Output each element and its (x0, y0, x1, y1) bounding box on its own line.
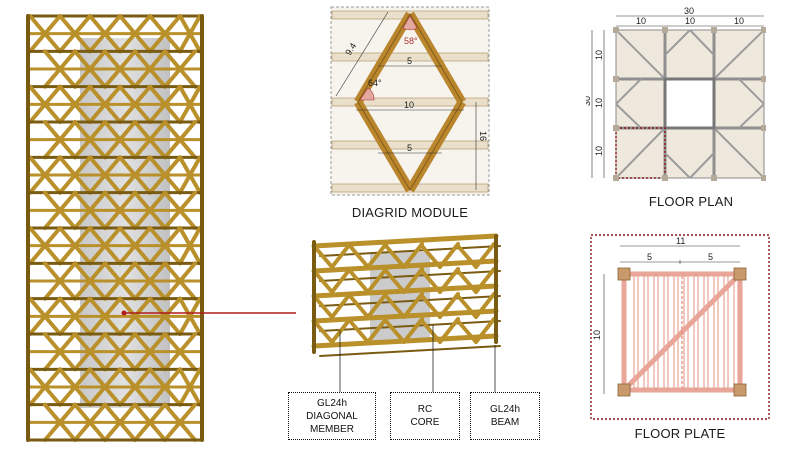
floor-plan-drawing: 30 10 10 10 30 10 10 10 (586, 6, 766, 181)
floor-plate-drawing: 11 5 5 10 (590, 234, 770, 420)
diagrid-tower-illustration (26, 14, 204, 442)
beam-lower (331, 140, 489, 150)
angle-left-wedge (359, 87, 375, 101)
label-leaders (339, 325, 496, 392)
angle-top-wedge (402, 15, 418, 31)
dim-plan-seg-top-3: 10 (734, 16, 744, 26)
label-core-line-2: CORE (410, 417, 440, 428)
label-core-line-1: RC (417, 404, 433, 415)
diagrid-module-caption: DIAGRID MODULE (351, 205, 469, 220)
floor-plate-caption: FLOOR PLATE (634, 426, 726, 441)
tower-diagrid-members (26, 14, 204, 442)
floor-plan-caption: FLOOR PLAN (648, 194, 734, 209)
beam-middle (331, 97, 489, 107)
label-beam: GL24h BEAM (470, 392, 540, 440)
dim-plan-seg-left-1: 10 (594, 50, 604, 60)
label-diagonal-line-2: DIAGONAL (306, 410, 358, 422)
dim-plate-half-right: 5 (708, 252, 713, 262)
diagrid-module-drawing: 9.4 58° 64° 5 10 5 16 (330, 6, 490, 196)
angle-top-label: 58° (404, 36, 418, 46)
dim-plate-half-left: 5 (647, 252, 652, 262)
dim-plan-seg-left-3: 10 (594, 146, 604, 156)
pointer-line (121, 310, 296, 316)
label-diagonal-line-3: MEMBER (310, 423, 354, 435)
beam-upper (331, 52, 489, 62)
label-diagonal-line-1: GL24h (316, 397, 348, 409)
dim-plan-seg-top-1: 10 (636, 16, 646, 26)
label-diagonal-member: GL24h DIAGONAL MEMBER (288, 392, 376, 440)
dim-plan-total-height: 30 (586, 96, 592, 106)
label-beam-line-1: GL24h (489, 404, 521, 415)
plate-corner-column (733, 383, 747, 397)
label-rc-core: RC CORE (390, 392, 460, 440)
dim-module-height: 16 (478, 131, 488, 141)
dim-middle-beam: 10 (404, 100, 414, 110)
diagrid-detail-illustration (311, 233, 501, 357)
plan-core-opening (663, 77, 716, 130)
angle-left-label: 64° (368, 78, 382, 88)
label-beam-line-2: BEAM (490, 417, 520, 428)
dim-plan-total-width: 30 (684, 6, 694, 16)
plate-corner-column (617, 267, 631, 281)
plate-joists (633, 275, 739, 389)
plate-corner-column (733, 267, 747, 281)
dim-plan-seg-left-2: 10 (594, 98, 604, 108)
detail-members (311, 233, 501, 357)
dim-plan-seg-top-2: 10 (685, 16, 695, 26)
dim-top-beam: 5 (407, 56, 412, 66)
plan-highlight-bay (615, 127, 666, 179)
dim-plate-width: 11 (676, 236, 685, 246)
dim-plate-height: 10 (592, 330, 602, 340)
dim-lower-beam: 5 (407, 143, 412, 153)
plate-corner-column (617, 383, 631, 397)
